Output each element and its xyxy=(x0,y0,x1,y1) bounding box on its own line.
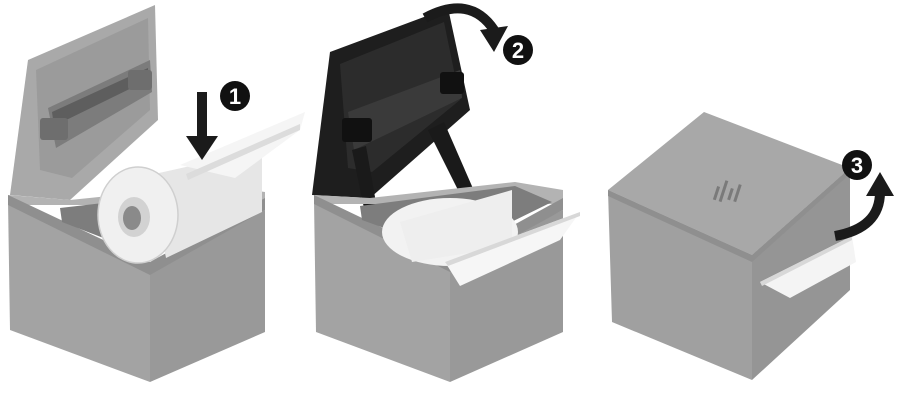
panel-insert-roll: 1 xyxy=(8,5,305,382)
step-badge-3: 3 xyxy=(842,150,872,180)
panel-tear-paper: 3 xyxy=(608,112,894,380)
step-number-1: 1 xyxy=(229,84,241,109)
step-number-2: 2 xyxy=(512,38,524,63)
step-badge-2: 2 xyxy=(503,35,533,65)
printer-closed xyxy=(608,112,850,380)
printer-cover-closing xyxy=(312,8,478,218)
step-badge-1: 1 xyxy=(220,81,250,111)
panel-close-cover: 2 xyxy=(312,8,580,382)
arrow-down-icon xyxy=(186,92,218,160)
step-number-3: 3 xyxy=(851,153,863,178)
